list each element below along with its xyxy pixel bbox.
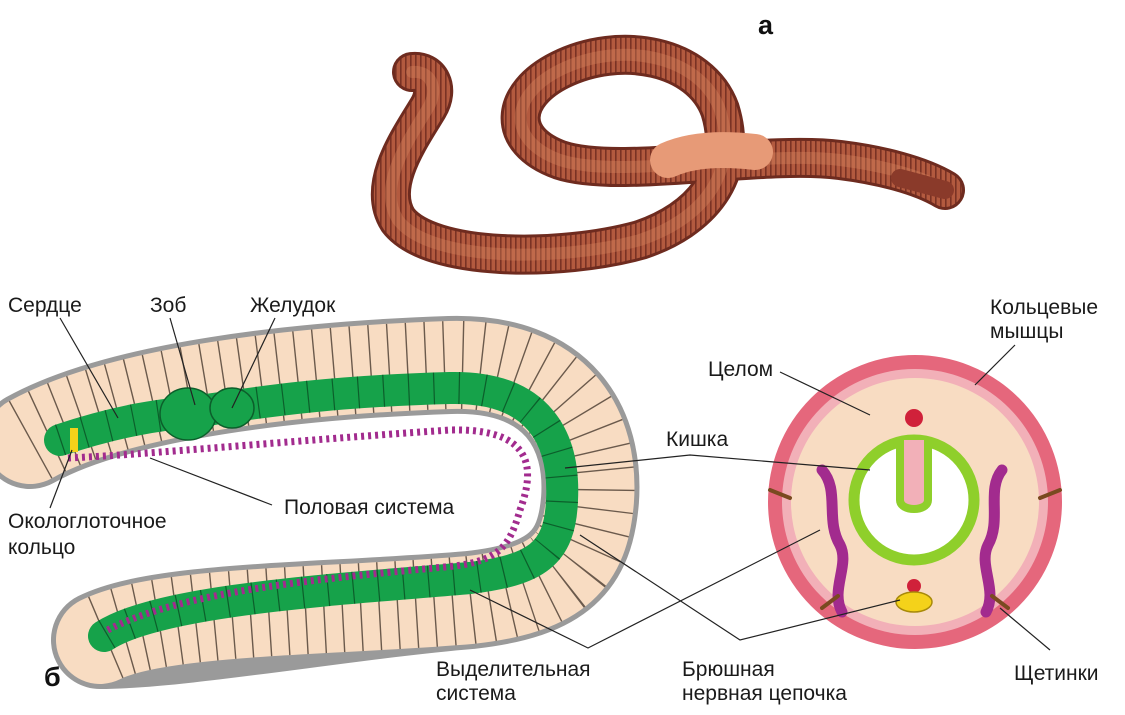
cross-section-dorsal-vessel [905,409,923,427]
earthworm-tail [900,178,945,190]
label-circular-muscles-line1: Кольцевые [990,296,1098,320]
label-excretory-line1: Выделительная [436,658,591,682]
cross-section-ventral-vessel [907,579,921,593]
label-nerve-ring-line2: кольцо [8,536,75,560]
panel-label-a: а [758,10,773,41]
label-excretory-line2: система [436,682,516,706]
label-setae: Щетинки [1014,662,1099,686]
worm-crop [160,388,216,440]
label-crop: Зоб [150,294,186,318]
cross-section-typhlosole [900,440,928,509]
label-stomach: Желудок [250,294,335,318]
leader-setae [1000,608,1050,650]
worm-cross-section [770,362,1060,642]
label-nerve-ring-line1: Окологлоточное [8,510,167,534]
label-reproductive: Половая система [284,496,454,520]
label-coelom: Целом [708,358,773,382]
label-intestine: Кишка [666,428,728,452]
earthworm-illustration [391,55,945,255]
label-nerve-cord-line1: Брюшная [682,658,775,682]
worm-nerve-ring [70,428,78,452]
panel-label-b: б [44,662,61,693]
cross-section-nerve-cord [896,592,932,612]
earthworm-clitellum [668,150,755,160]
label-circular-muscles-line2: мышцы [990,320,1064,344]
leader-reproductive [150,458,272,505]
label-heart: Сердце [8,294,82,318]
label-nerve-cord-line2: нервная цепочка [682,682,847,706]
